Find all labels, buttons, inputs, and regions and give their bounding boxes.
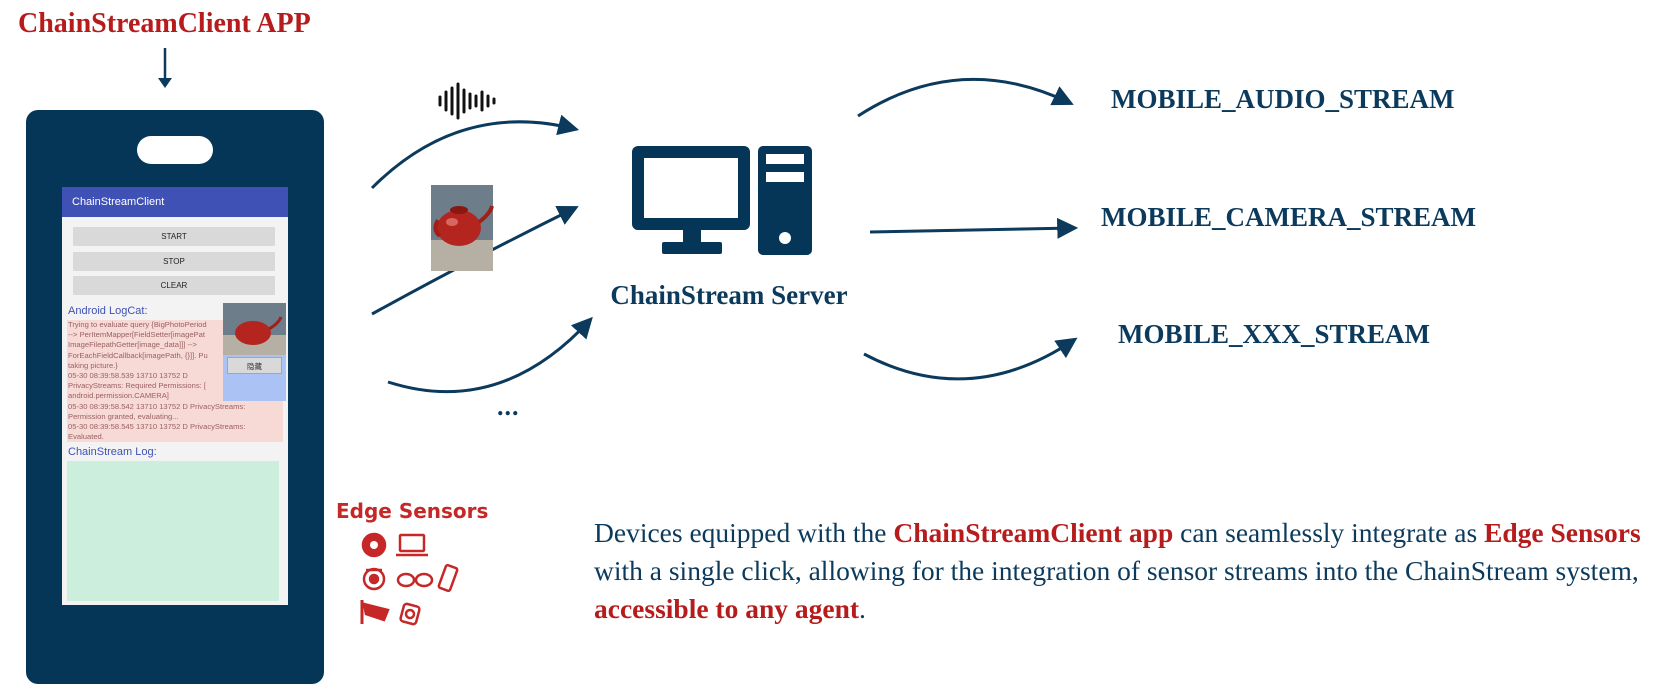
logcat-line: taking picture.}: [68, 360, 118, 370]
logcat-line: ForEachFieldCallback[imagePath, {}]]. Pu: [68, 350, 208, 360]
logcat-line: Evaluated.: [68, 432, 104, 442]
app-title: ChainStreamClient APP: [18, 8, 311, 39]
highlight-edge-sensors: Edge Sensors: [1484, 517, 1641, 548]
logcat-line: PrivacyStreams: Required Permissions: [: [68, 381, 206, 391]
start-button[interactable]: START: [73, 227, 275, 246]
stream-audio: MOBILE_AUDIO_STREAM: [1111, 84, 1455, 114]
app-bar-title: ChainStreamClient: [62, 187, 288, 217]
arrow-to-xxx-stream: [863, 337, 1078, 381]
logcat-line: Permission granted, evaluating...: [68, 411, 179, 421]
record-icon: [361, 532, 387, 558]
logcat-line: Trying to evaluate query {BigPhotoPeriod: [68, 320, 207, 329]
edge-sensors-label: Edge Sensors: [336, 499, 489, 523]
arrow-to-audio-stream: [857, 77, 1074, 118]
arrow-audio-to-server: [370, 114, 580, 190]
description-text: Devices equipped with the: [594, 517, 894, 548]
description-text: can seamlessly integrate as: [1173, 517, 1485, 548]
hide-button[interactable]: 隐藏: [227, 357, 282, 374]
phone-icon: [437, 563, 459, 593]
description-text: .: [859, 593, 866, 624]
security-camera-icon: [360, 600, 390, 624]
teapot-photo: [431, 185, 494, 271]
description-paragraph: Devices equipped with the ChainStreamCli…: [594, 514, 1654, 628]
phone-screen: ChainStreamClient START STOP CLEAR Andro…: [62, 187, 288, 605]
chainstream-log-label: ChainStream Log:: [68, 446, 157, 458]
highlight-app: ChainStreamClient app: [893, 517, 1174, 548]
highlight-any-agent: accessible to any agent: [594, 593, 860, 624]
audio-wave-icon: [438, 82, 496, 120]
glasses-icon: [396, 572, 434, 588]
computer-icon: [632, 146, 812, 255]
logcat-line: 05-30 08:39:58.539 13710 13752 D: [68, 371, 188, 381]
logcat-line: android.permission.CAMERA]: [68, 391, 169, 401]
phone-notch: [137, 136, 213, 164]
logcat-line: 05-30 08:39:58.542 13710 13752 D Privacy…: [68, 401, 246, 411]
arrow-down-icon: [158, 48, 172, 88]
logcat-line: ImageFilepathGetter[image_data]]] -->: [68, 340, 197, 350]
logcat-text: Trying to evaluate query {BigPhotoPeriod…: [68, 320, 282, 442]
clear-button[interactable]: CLEAR: [73, 276, 275, 295]
chainstream-log-panel[interactable]: [67, 461, 279, 601]
stop-button[interactable]: STOP: [73, 252, 275, 271]
description-text: with a single click, allowing for the in…: [594, 555, 1639, 586]
server-label: ChainStream Server: [610, 280, 848, 310]
laptop-icon: [396, 533, 428, 557]
arrow-to-camera-stream: [869, 217, 1079, 239]
webcam-icon: [362, 567, 386, 591]
stream-camera: MOBILE_CAMERA_STREAM: [1101, 202, 1477, 232]
logcat-line: --> PerItemMapper[FieldSetter[imagePat: [68, 330, 205, 340]
arrow-other-to-server: [387, 316, 593, 394]
logcat-line: 05-30 08:39:58.545 13710 13752 D Privacy…: [68, 422, 246, 432]
logcat-label: Android LogCat:: [68, 305, 148, 317]
stream-xxx: MOBILE_XXX_STREAM: [1118, 319, 1431, 349]
preview-photo: [223, 303, 286, 355]
smartwatch-icon: [399, 602, 421, 626]
more-ellipsis: ...: [497, 392, 520, 421]
